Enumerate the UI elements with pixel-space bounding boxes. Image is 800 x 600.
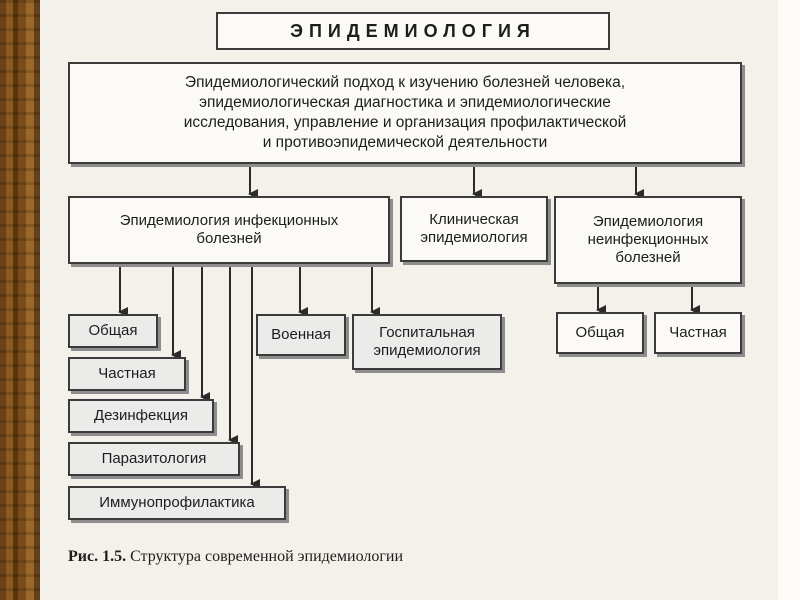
diagram-title-text: ЭПИДЕМИОЛОГИЯ [290, 21, 536, 41]
noninfectious-branch-box: Эпидемиология неинфекционных болезней [554, 196, 742, 284]
clinical-branch-box: Клиническая эпидемиология [400, 196, 548, 262]
definition-text: Эпидемиологический подход к изучению бол… [183, 74, 627, 151]
infectious-child-general: Общая [68, 314, 158, 348]
noninfectious-child-general: Общая [556, 312, 644, 354]
caption-text: Структура современной эпидемиологии [126, 548, 404, 565]
infectious-child-disinfection: Дезинфекция [68, 399, 214, 433]
diagram-title: ЭПИДЕМИОЛОГИЯ [216, 12, 610, 50]
infectious-child-specific: Частная [68, 357, 186, 391]
definition-box: Эпидемиологический подход к изучению бол… [68, 62, 742, 164]
paper-edge [778, 0, 800, 600]
wood-background [0, 0, 40, 600]
infectious-branch-box: Эпидемиология инфекционных болезней [68, 196, 390, 264]
infectious-child-parasitology: Паразитология [68, 442, 240, 476]
infectious-branch-label: Эпидемиология инфекционных болезней [119, 212, 339, 247]
clinical-branch-label: Клиническая эпидемиология [420, 211, 528, 246]
hospital-box: Госпитальная эпидемиология [352, 314, 502, 370]
figure-caption: Рис. 1.5. Структура современной эпидемио… [68, 548, 403, 566]
noninfectious-child-specific: Частная [654, 312, 742, 354]
caption-label: Рис. 1.5. [68, 548, 127, 565]
military-box: Военная [256, 314, 346, 356]
infectious-child-immunoprophylaxis: Иммунопрофилактика [68, 486, 286, 520]
noninfectious-branch-label: Эпидемиология неинфекционных болезней [587, 213, 709, 266]
